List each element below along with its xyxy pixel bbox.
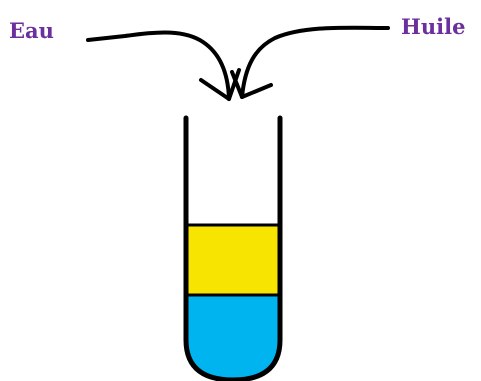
label-eau: Eau: [9, 18, 54, 43]
top-layer: [188, 226, 278, 295]
label-huile: Huile: [401, 14, 466, 39]
test-tube: [183, 115, 283, 381]
bottom-layer: [188, 295, 278, 378]
arrow-right-head: [230, 70, 273, 99]
arrow-right-shaft: [240, 25, 390, 99]
arrow-left-shaft: [86, 30, 231, 101]
